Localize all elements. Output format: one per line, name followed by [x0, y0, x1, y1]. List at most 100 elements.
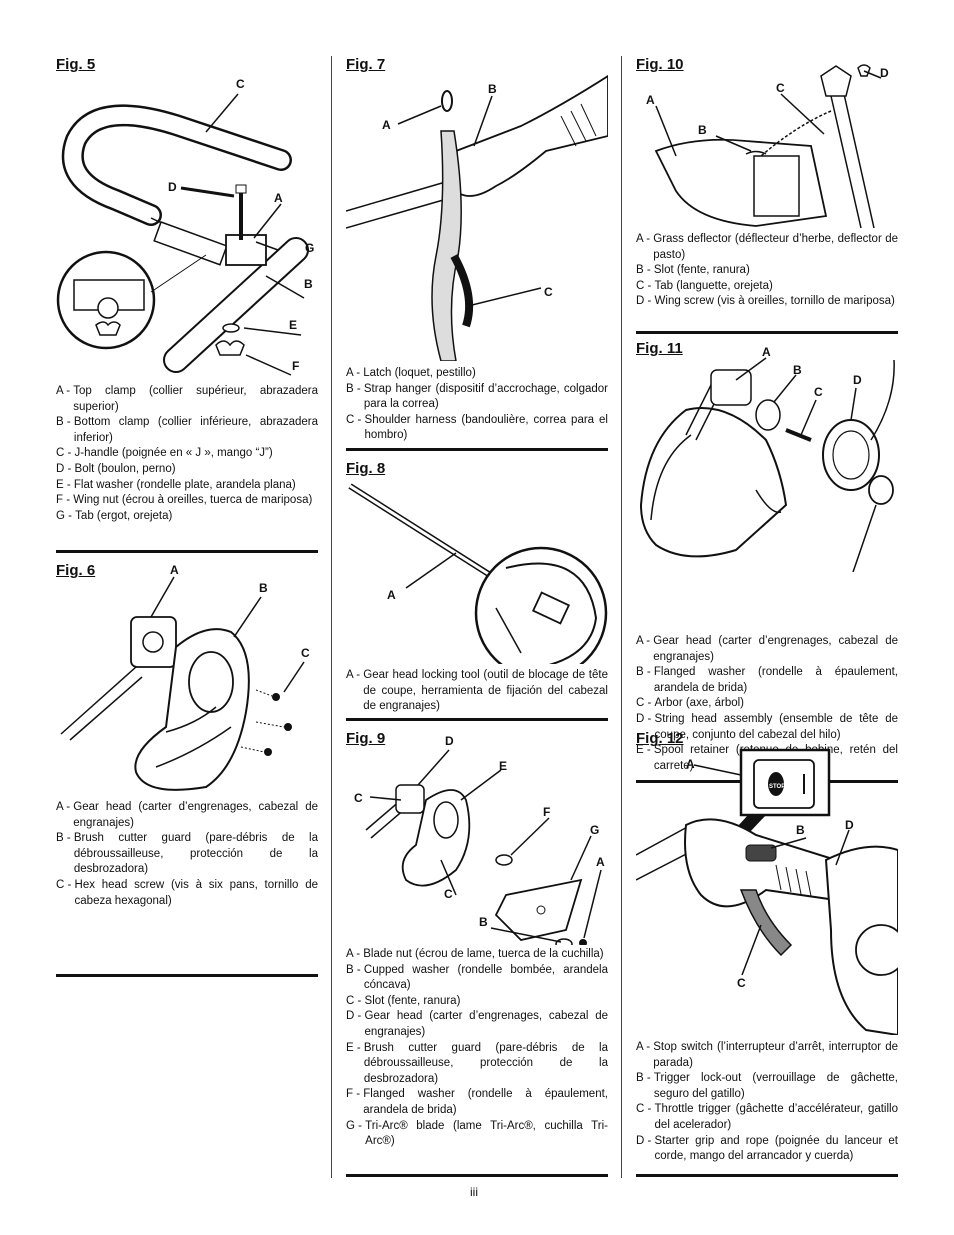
section-rule: [56, 550, 318, 553]
figure-5: Fig. 5: [56, 56, 318, 553]
legend-item: B - Brush cutter guard (pare-débris de l…: [56, 832, 318, 876]
figure-10-illustration: A B C D: [646, 64, 889, 228]
label-d: D: [853, 373, 862, 387]
section-rule: [56, 974, 318, 977]
legend-item: C - Hex head screw (vis à six pans, torn…: [56, 878, 318, 907]
label-c2: C: [444, 887, 453, 901]
figure-9: Fig. 9 D: [346, 730, 608, 1177]
label-c: C: [236, 77, 245, 91]
section-rule: [346, 718, 608, 721]
section-rule: [346, 1174, 608, 1177]
figure-6-illustration: A B C: [60, 563, 310, 791]
figure-7-illustration: A B C: [346, 74, 608, 361]
legend-item: A - Top clamp (collier supérieur, abraza…: [56, 385, 318, 413]
label-a: A: [387, 588, 396, 602]
label-g: G: [590, 823, 599, 837]
legend-item: A - Stop switch (l’interrupteur d’arrêt,…: [636, 1041, 898, 1069]
legend-item: D - Bolt (boulon, perno): [56, 462, 176, 475]
label-c: C: [354, 791, 363, 805]
legend-item: B - Strap hanger (dispositif d’accrochag…: [346, 382, 608, 411]
figure-title: Fig. 6: [56, 562, 96, 579]
figure-title: Fig. 9: [346, 730, 386, 747]
label-c: C: [814, 385, 823, 399]
legend-item: A - Latch (loquet, pestillo): [346, 367, 476, 379]
label-b: B: [259, 581, 268, 595]
label-c: C: [544, 285, 553, 299]
legend-item: D - Gear head (carter d’engrenages, cabe…: [346, 1010, 608, 1038]
figure-title: Fig. 11: [636, 340, 683, 357]
label-a: A: [382, 118, 391, 132]
legend-item: E - Brush cutter guard (pare-débris de l…: [346, 1041, 608, 1085]
legend-item: C - Shoulder harness (bandoulière, corre…: [346, 413, 608, 442]
figure-9-illustration: D C E F G A C B: [354, 734, 605, 945]
label-g: G: [305, 241, 314, 255]
column-divider: [331, 56, 332, 1178]
figure-11-legend: A - Gear head (carter d’engrenages, cabe…: [636, 634, 898, 774]
label-a: A: [596, 855, 605, 869]
label-d: D: [445, 734, 454, 748]
legend-item: B - Cupped washer (rondelle bombée, aran…: [346, 963, 608, 992]
label-b: B: [488, 82, 497, 96]
label-b: B: [698, 123, 707, 137]
figure-7: Fig. 7 A B C A - Latch (loquet, pestillo…: [346, 56, 608, 451]
figure-7-legend: A - Latch (loquet, pestillo) B - Strap h…: [346, 366, 608, 444]
label-f: F: [292, 359, 299, 373]
label-f: F: [543, 805, 550, 819]
figure-11: Fig. 11: [636, 340, 898, 783]
section-rule: [346, 448, 608, 451]
label-d: D: [880, 66, 889, 80]
page-number: iii: [470, 1185, 478, 1199]
legend-item: D - String head assembly (ensemble de tê…: [636, 712, 898, 741]
label-c: C: [737, 976, 746, 990]
label-a: A: [646, 93, 655, 107]
figure-title: Fig. 8: [346, 460, 386, 477]
figure-11-illustration: A B C D E: [639, 345, 895, 572]
legend-item: B - Flanged washer (rondelle à épaulemen…: [636, 666, 898, 694]
legend-item: G - Tab (ergot, orejeta): [56, 509, 173, 522]
figure-title: Fig. 10: [636, 56, 684, 73]
label-b: B: [796, 823, 805, 837]
figure-9-legend: A - Blade nut (écrou de lame, tuerca de …: [346, 947, 608, 1150]
figure-8-illustration: A: [348, 483, 608, 664]
figure-12-illustration: STOP A B C D: [636, 748, 898, 1035]
legend-item: D - Wing screw (vis à oreilles, tornillo…: [636, 295, 895, 308]
figure-10: Fig. 10 A B C D A - Grass deflector: [636, 56, 898, 334]
legend-item: G - Tri-Arc® blade (lame Tri-Arc®, cuchi…: [346, 1119, 608, 1148]
figure-10-legend: A - Grass deflector (déflecteur d’herbe,…: [636, 232, 898, 310]
legend-item: E - Flat washer (rondelle plate, arandel…: [56, 478, 296, 491]
legend-item: C - Slot (fente, ranura): [346, 994, 461, 1007]
label-d: D: [845, 818, 854, 832]
label-a: A: [762, 345, 771, 359]
legend-item: F - Wing nut (écrou à oreilles, tuerca d…: [56, 494, 313, 507]
legend-item: A - Blade nut (écrou de lame, tuerca de …: [346, 948, 604, 960]
figure-title: Fig. 5: [56, 56, 96, 73]
legend-item: C - J-handle (poignée en « J », mango “J…: [56, 447, 273, 460]
figure-title: Fig. 12: [636, 730, 684, 747]
label-c: C: [301, 646, 310, 660]
figure-6: Fig. 6 A B C A - Gear: [56, 562, 318, 977]
figure-5-legend: A - Top clamp (collier supérieur, abraza…: [56, 384, 318, 524]
figure-6-legend: A - Gear head (carter d’engrenages, cabe…: [56, 800, 318, 909]
legend-item: A - Gear head locking tool (outil de blo…: [346, 669, 608, 713]
legend-item: B - Slot (fente, ranura): [636, 264, 750, 277]
legend-item: A - Grass deflector (déflecteur d’herbe,…: [636, 233, 898, 261]
legend-item: C - Throttle trigger (gâchette d’accélér…: [636, 1103, 898, 1131]
label-d: D: [168, 180, 177, 194]
label-c: C: [776, 81, 785, 95]
legend-item: F - Flanged washer (rondelle à épaulemen…: [346, 1088, 608, 1116]
legend-item: B - Bottom clamp (collier inférieure, ab…: [56, 416, 318, 444]
label-e: E: [499, 759, 507, 773]
figure-title: Fig. 7: [346, 56, 386, 73]
legend-item: A - Gear head (carter d’engrenages, cabe…: [56, 801, 318, 829]
label-a: A: [274, 191, 283, 205]
legend-item: A - Gear head (carter d’engrenages, cabe…: [636, 635, 898, 663]
figure-8: Fig. 8 A A - Gear head locking tool (out…: [346, 460, 608, 721]
label-b: B: [304, 277, 313, 291]
section-rule: [636, 1174, 898, 1177]
label-b: B: [479, 915, 488, 929]
figure-5-illustration: C D A G B E F: [56, 77, 314, 376]
label-b: B: [793, 363, 802, 377]
figure-12: Fig. 12 STOP A: [636, 730, 898, 1177]
figure-12-legend: A - Stop switch (l’interrupteur d’arrêt,…: [636, 1040, 898, 1165]
legend-item: B - Trigger lock-out (verrouillage de gâ…: [636, 1072, 898, 1100]
